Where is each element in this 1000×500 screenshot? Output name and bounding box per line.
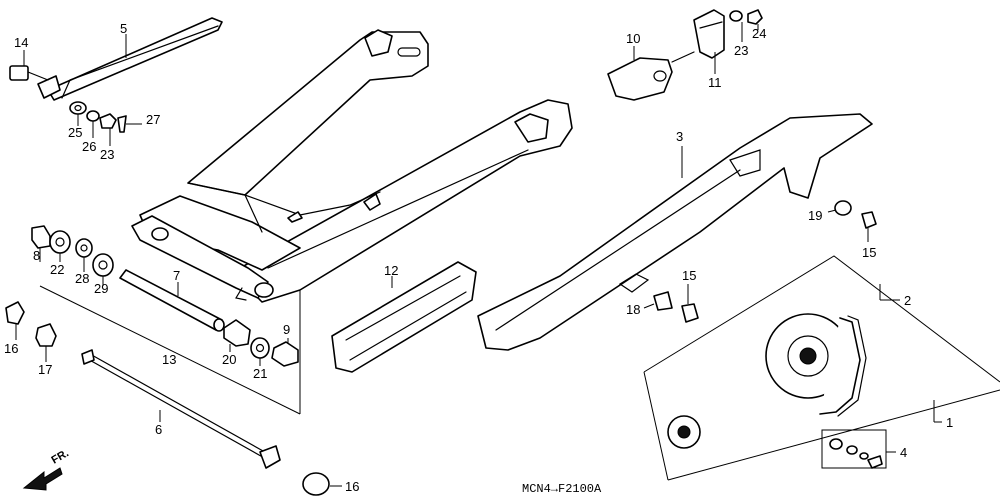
pivot-collar [119, 269, 225, 332]
callout-5: 5 [120, 21, 127, 36]
callout-15-a: 15 [862, 245, 876, 260]
callout-12: 12 [384, 263, 398, 278]
callout-26: 26 [82, 139, 96, 154]
rubber-11 [693, 9, 725, 59]
bolt-14 [9, 65, 49, 81]
hardware-set-b [729, 9, 763, 25]
callout-17: 17 [38, 362, 52, 377]
callout-15-b: 15 [682, 268, 696, 283]
callout-2: 2 [904, 293, 911, 308]
callout-4: 4 [900, 445, 907, 460]
clips-right [653, 200, 877, 323]
callout-23-a: 23 [100, 147, 114, 162]
torque-rod [37, 17, 223, 101]
callout-24: 24 [752, 26, 766, 41]
callout-16-b: 16 [345, 479, 359, 494]
callout-11: 11 [708, 75, 722, 90]
callout-14: 14 [14, 35, 28, 50]
callout-16-a: 16 [4, 341, 18, 356]
cap-bottom [302, 472, 330, 496]
callout-3: 3 [676, 129, 683, 144]
callout-10: 10 [626, 31, 640, 46]
drive-chain-kit [643, 255, 1000, 481]
callout-13: 13 [162, 352, 176, 367]
callout-labels: 14 5 25 26 23 27 8 22 28 29 7 13 20 21 9… [4, 21, 953, 494]
chain-guard [477, 113, 873, 351]
bracket-10 [607, 51, 695, 101]
hardware-set-a [69, 101, 127, 133]
callout-20: 20 [222, 352, 236, 367]
diagram-code: MCN4→F2100A [522, 482, 602, 496]
callout-19: 19 [808, 208, 822, 223]
callout-18: 18 [626, 302, 640, 317]
leader-lines [15, 22, 942, 487]
pivot-bearings [31, 225, 114, 277]
pivot-bolt [81, 349, 281, 469]
callout-1: 1 [946, 415, 953, 430]
front-direction-arrow-icon: FR. [22, 447, 71, 491]
chain-slider [331, 261, 477, 373]
callout-27: 27 [146, 112, 160, 127]
callout-9: 9 [283, 322, 290, 337]
callout-23-b: 23 [734, 43, 748, 58]
callout-29: 29 [94, 281, 108, 296]
callout-6: 6 [155, 422, 162, 437]
callout-7: 7 [173, 268, 180, 283]
callout-8: 8 [33, 248, 40, 263]
swingarm [131, 29, 573, 303]
callout-28: 28 [75, 271, 89, 286]
callout-22: 22 [50, 262, 64, 277]
callout-21: 21 [253, 366, 267, 381]
front-direction-label: FR. [50, 447, 71, 466]
pivot-bushings-right [223, 319, 299, 367]
cap-and-nut-left [5, 301, 57, 347]
callout-25: 25 [68, 125, 82, 140]
